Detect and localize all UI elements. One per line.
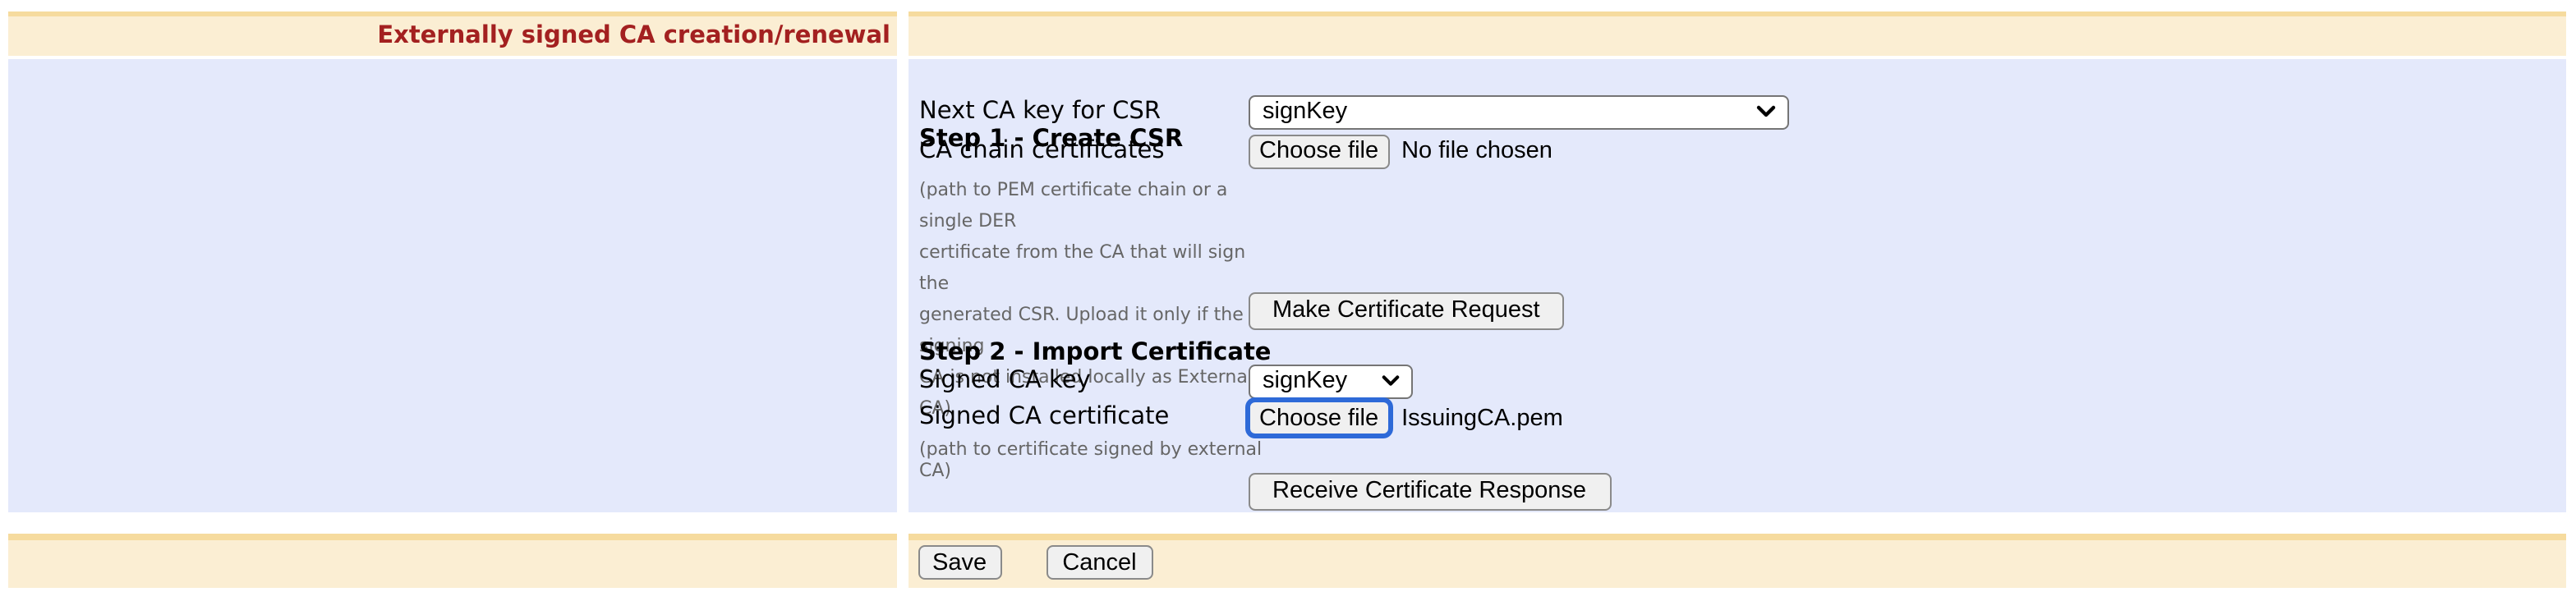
signed-ca-cert-help-text: (path to certificate signed by external … <box>919 438 1263 480</box>
signed-ca-key-select[interactable]: signKey <box>1248 365 1412 398</box>
signed-ca-cert-file-name: IssuingCA.pem <box>1401 405 1563 431</box>
header-title-cell: Externally signed CA creation/renewal <box>7 11 897 56</box>
ca-renewal-form: Step 1 - Create CSR Next CA key for CSR … <box>908 58 2565 512</box>
ca-chain-help-text: (path to PEM certificate chain or a sing… <box>919 178 1253 418</box>
main-left-spacer-cell <box>7 58 897 512</box>
step1-heading: Step 1 - Create CSR <box>919 126 1184 152</box>
next-ca-key-select[interactable]: signKey <box>1248 94 1788 130</box>
signed-ca-key-label: Signed CA key <box>919 368 1091 394</box>
receive-certificate-response-button[interactable]: Receive Certificate Response <box>1248 472 1612 510</box>
next-ca-key-selected-value: signKey <box>1263 99 1348 126</box>
step2-heading: Step 2 - Import Certificate <box>919 339 1272 365</box>
footer-spacer-cell <box>7 533 897 588</box>
signed-ca-cert-file-input: Choose file IssuingCA.pem <box>1248 401 1563 435</box>
footer-actions-cell: Save Cancel <box>908 533 2565 588</box>
page-title: Externally signed CA creation/renewal <box>377 23 890 49</box>
signed-ca-key-selected-value: signKey <box>1263 368 1348 395</box>
make-certificate-request-button[interactable]: Make Certificate Request <box>1248 291 1565 329</box>
header-spacer-cell <box>908 11 2565 56</box>
ca-chain-label: CA chain certificates <box>919 137 1165 163</box>
signed-ca-cert-label: Signed CA certificate <box>919 404 1170 430</box>
cancel-button[interactable]: Cancel <box>1046 545 1153 580</box>
save-button[interactable]: Save <box>918 545 1002 580</box>
chevron-down-icon <box>1381 375 1399 388</box>
ca-chain-file-status: No file chosen <box>1401 138 1552 164</box>
signed-ca-cert-choose-file-button[interactable]: Choose file <box>1248 401 1391 435</box>
ca-chain-file-input: Choose file No file chosen <box>1248 134 1552 168</box>
chevron-down-icon <box>1755 106 1775 119</box>
ca-chain-choose-file-button[interactable]: Choose file <box>1248 134 1391 168</box>
next-ca-key-label: Next CA key for CSR <box>919 98 1161 124</box>
